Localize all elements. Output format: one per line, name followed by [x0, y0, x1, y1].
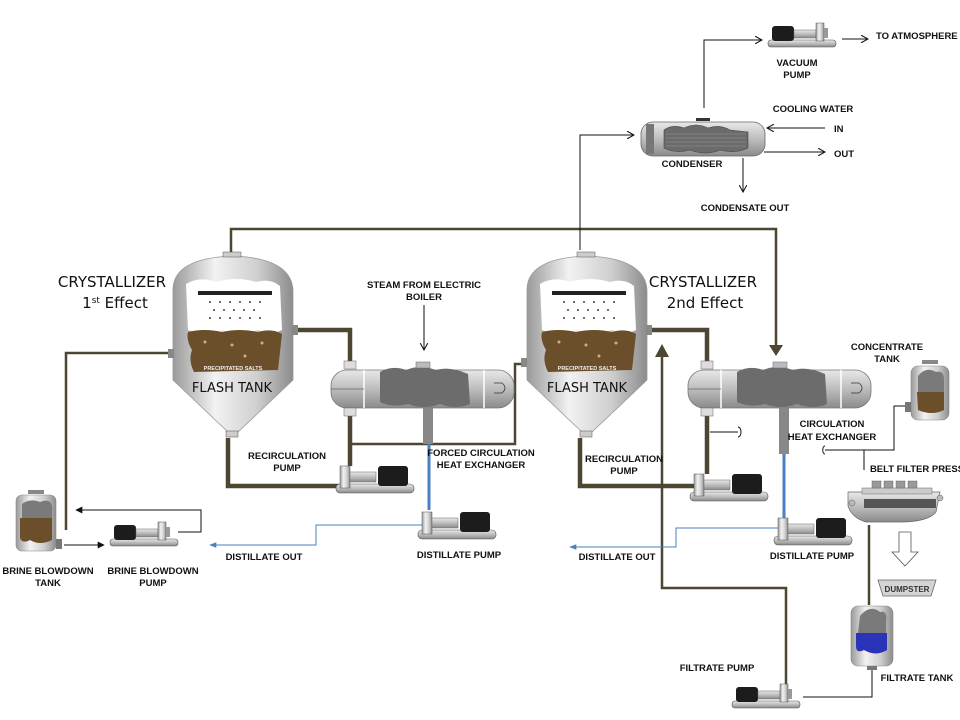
brine-piping — [64, 227, 871, 690]
fc-hx-label-1: FORCED CIRCULATION — [427, 448, 535, 459]
recirc-pump-2-label-1: RECIRCULATION — [585, 454, 663, 465]
header-arrow-icon — [769, 345, 783, 356]
crystallizer-1st-effect[interactable]: PRECIPITATED SALTS — [168, 251, 298, 438]
c2-to-hx2-pipe — [648, 327, 710, 362]
filtrate-tank[interactable] — [850, 605, 894, 670]
precipitated-salts-label-2: PRECIPITATED SALTS — [558, 366, 617, 372]
brine-tank-label-2: TANK — [35, 578, 61, 589]
concentrate-tank-label-2: TANK — [874, 354, 900, 365]
condensate-out-label: CONDENSATE OUT — [701, 203, 790, 214]
belt-filter-press[interactable] — [847, 480, 944, 523]
circ-hx-label-2: HEAT EXCHANGER — [788, 432, 877, 443]
circ-hx-label-1: CIRCULATION — [800, 419, 865, 430]
crystallizer-2nd-effect[interactable]: PRECIPITATED SALTS — [521, 251, 652, 438]
recirc-pump-1-label-2: PUMP — [273, 463, 301, 474]
distillate-pump-2-label: DISTILLATE PUMP — [770, 551, 855, 562]
vacuum-pump-label-1: VACUUM — [777, 58, 818, 69]
distillate-pump-2[interactable] — [773, 517, 853, 546]
recirculation-pump-2[interactable] — [689, 473, 769, 502]
crystallizer-2-title: CRYSTALLIZER — [649, 273, 757, 291]
to-dumpster-arrow-icon — [891, 531, 919, 567]
precipitated-salts-label-1: PRECIPITATED SALTS — [204, 366, 263, 372]
filtrate-tank-label: FILTRATE TANK — [881, 673, 954, 684]
concentrate-tank-label-1: CONCENTRATE — [851, 342, 923, 353]
brine-tank-label-1: BRINE BLOWDOWN — [2, 566, 93, 577]
hx1-return-pipe — [352, 362, 522, 446]
filtrate-return-pipe — [660, 355, 788, 690]
c1-to-hx1-pipe — [296, 327, 353, 362]
distillate-out-1-label: DISTILLATE OUT — [226, 552, 303, 563]
condenser-label: CONDENSER — [662, 159, 723, 170]
filtrate-pump[interactable] — [731, 683, 801, 709]
flash-tank-label-1: FLASH TANK — [192, 381, 273, 396]
forced-circulation-heat-exchanger[interactable] — [330, 360, 515, 444]
recirc-pump-1-label-1: RECIRCULATION — [248, 451, 326, 462]
spray-droplets-1 — [209, 301, 261, 319]
crystallizer-1-effect: 1st Effect — [82, 294, 148, 312]
dumpster[interactable] — [877, 579, 937, 597]
brine-blowdown-pump[interactable] — [109, 521, 179, 547]
c1-bottom-to-recirc1-pipe — [225, 438, 340, 489]
to-atmosphere-label: TO ATMOSPHERE — [876, 31, 958, 42]
crystallizer-1-title: CRYSTALLIZER — [58, 273, 166, 291]
steam-label-2: BOILER — [406, 292, 442, 303]
vapor-header-pipe — [229, 227, 778, 350]
cooling-water-in-label: IN — [834, 124, 844, 135]
condenser[interactable] — [640, 118, 766, 157]
brine-pump-label-1: BRINE BLOWDOWN — [107, 566, 198, 577]
belt-filter-press-label: BELT FILTER PRESS — [870, 464, 960, 475]
vacuum-pump-label-2: PUMP — [783, 70, 811, 81]
brine-blowdown-tank[interactable] — [15, 490, 62, 552]
circulation-heat-exchanger[interactable] — [687, 360, 872, 454]
recirculation-pump-1[interactable] — [335, 465, 415, 494]
distillate-pump-1-label: DISTILLATE PUMP — [417, 550, 502, 561]
blowdown-feed-pipe — [64, 351, 168, 530]
recirc-pump-2-label-2: PUMP — [610, 466, 638, 477]
dumpster-label: DUMPSTER — [885, 585, 930, 594]
crystallizer-2-effect: 2nd Effect — [667, 294, 744, 312]
distillate-lines — [209, 444, 786, 550]
c2-bottom-to-recirc2-pipe — [577, 438, 698, 489]
flash-tank-label-2: FLASH TANK — [547, 381, 628, 396]
signal-lines — [64, 39, 907, 698]
brine-pump-label-2: PUMP — [139, 578, 167, 589]
cooling-water-out-label: OUT — [834, 149, 854, 160]
cooling-water-label: COOLING WATER — [773, 104, 854, 115]
distillate-out-2-label: DISTILLATE OUT — [579, 552, 656, 563]
spray-droplets-2 — [563, 301, 615, 319]
filtrate-pump-label: FILTRATE PUMP — [680, 663, 755, 674]
distillate-pump-1[interactable] — [417, 511, 497, 540]
vacuum-pump[interactable] — [767, 22, 837, 48]
fc-hx-label-2: HEAT EXCHANGER — [437, 460, 526, 471]
steam-label-1: STEAM FROM ELECTRIC — [367, 280, 481, 291]
filtrate-up-arrow-icon — [655, 344, 669, 357]
concentrate-tank[interactable] — [905, 360, 950, 421]
